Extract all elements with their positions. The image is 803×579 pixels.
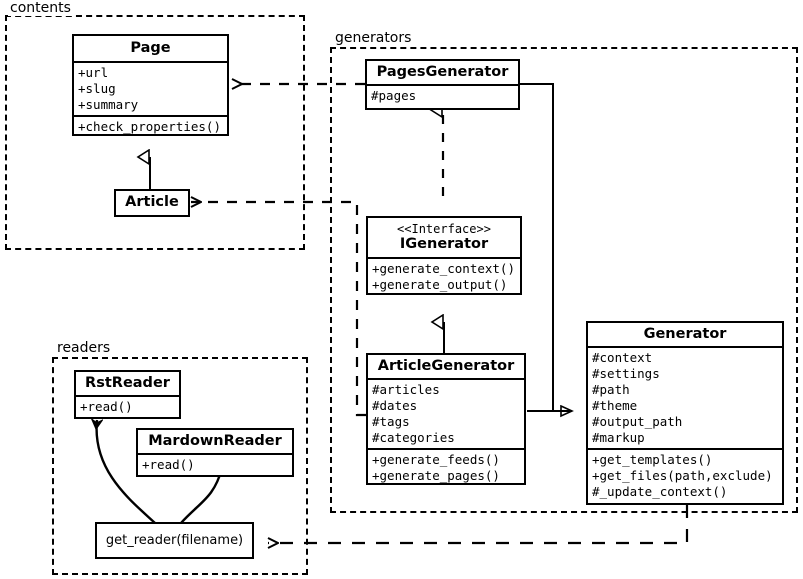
class-attributes-articlegenerator: #articles #dates #tags #categories: [368, 377, 524, 448]
class-title-article: Article: [125, 194, 179, 210]
class-attribute: #settings: [592, 365, 660, 381]
class-method: +generate_pages(): [372, 467, 500, 483]
package-readers-label: readers: [55, 340, 113, 357]
class-attribute: #dates: [372, 397, 418, 413]
package-generators: [330, 47, 798, 513]
class-box-igenerator[interactable]: <<Interface>> IGenerator +generate_conte…: [366, 216, 522, 295]
class-attribute: #categories: [372, 429, 455, 445]
class-box-generator[interactable]: Generator #context #settings #path #them…: [586, 321, 784, 505]
class-method: +check_properties(): [78, 118, 221, 134]
class-box-article[interactable]: Article: [114, 189, 190, 217]
class-box-articlegenerator[interactable]: ArticleGenerator #articles #dates #tags …: [366, 353, 526, 485]
class-method: +get_files(path,exclude): [592, 467, 773, 483]
class-box-get-reader[interactable]: get_reader(filename): [95, 522, 254, 559]
class-methods-igenerator: +generate_context() +generate_output(): [368, 257, 520, 295]
class-title-rstreader: RstReader: [85, 375, 170, 391]
relation-pagesgenerator-extends-generator: [520, 83, 572, 411]
class-methods-generator: +get_templates() +get_files(path,exclude…: [588, 447, 782, 502]
class-methods-articlegenerator: +generate_feeds() +generate_pages(): [368, 447, 524, 486]
relation-getreader-returns-rstreader: [97, 420, 156, 524]
class-title-page: Page: [130, 40, 171, 56]
class-title-pagesgenerator: PagesGenerator: [376, 64, 509, 80]
class-attributes-pagesgenerator: #pages: [367, 83, 518, 106]
class-method: +generate_output(): [372, 277, 508, 293]
class-attribute: +summary: [78, 96, 139, 112]
class-header-igenerator: <<Interface>> IGenerator: [368, 218, 520, 257]
class-title-mardownreader: MardownReader: [148, 433, 282, 449]
class-stereotype-igenerator: <<Interface>>: [397, 222, 491, 236]
class-attributes-generator: #context #settings #path #theme #output_…: [588, 345, 782, 448]
package-contents-label: contents: [8, 0, 73, 17]
class-title-get-reader: get_reader(filename): [105, 532, 244, 548]
class-attribute: #articles: [372, 381, 440, 397]
class-attribute: #tags: [372, 413, 410, 429]
class-attribute: #context: [592, 349, 653, 365]
class-methods-rstreader: +read(): [76, 394, 179, 417]
class-method: +read(): [142, 456, 195, 472]
class-method: #_update_context(): [592, 483, 728, 499]
package-readers: [52, 357, 308, 575]
class-box-rstreader[interactable]: RstReader +read(): [74, 370, 181, 419]
package-contents: [5, 15, 305, 250]
class-attributes-page: +url +slug +summary: [74, 60, 227, 115]
relation-articlegenerator-depends-article: [191, 202, 366, 417]
class-box-pagesgenerator[interactable]: PagesGenerator #pages: [365, 59, 520, 110]
class-box-page[interactable]: Page +url +slug +summary +check_properti…: [72, 34, 229, 136]
class-attribute: +slug: [78, 80, 116, 96]
class-attribute: #path: [592, 381, 630, 397]
class-method: +generate_feeds(): [372, 451, 500, 467]
class-attribute: #output_path: [592, 413, 683, 429]
class-attribute: +url: [78, 64, 109, 80]
class-methods-page: +check_properties(): [74, 114, 227, 137]
class-methods-mardownreader: +read(): [138, 452, 292, 475]
package-generators-label: generators: [333, 30, 414, 47]
class-method: +generate_context(): [372, 261, 515, 277]
class-method: +get_templates(): [592, 451, 713, 467]
class-attribute: #theme: [592, 397, 638, 413]
class-title-generator: Generator: [643, 326, 727, 342]
class-title-articlegenerator: ArticleGenerator: [377, 358, 515, 374]
class-box-mardownreader[interactable]: MardownReader +read(): [136, 428, 294, 477]
class-method: +read(): [80, 398, 133, 414]
relation-generator-depends-getreader: [268, 505, 689, 543]
class-attribute: #markup: [592, 429, 645, 445]
class-attribute: #pages: [371, 87, 417, 103]
class-title-igenerator: IGenerator: [399, 236, 489, 253]
